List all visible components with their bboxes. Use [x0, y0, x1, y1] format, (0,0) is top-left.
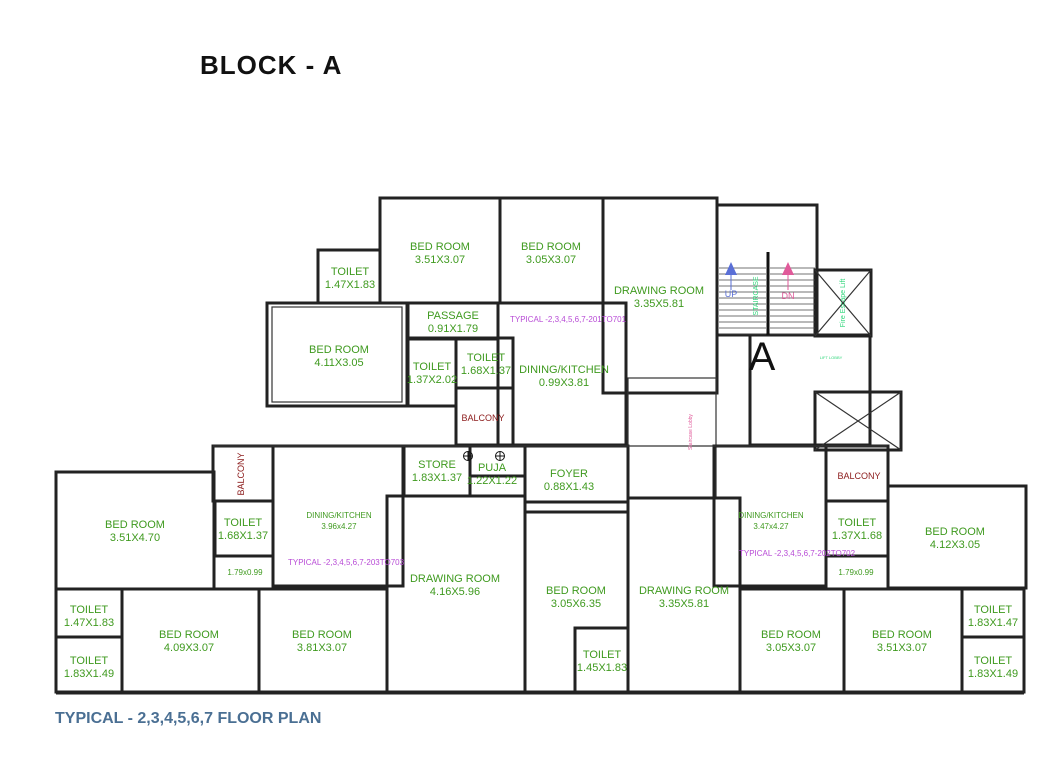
room-name-bed-b1: BED ROOM	[159, 629, 219, 641]
room-dim-bed-left: 3.51X4.70	[110, 532, 160, 544]
room-dim-puja: 1.22X1.22	[467, 475, 517, 487]
room-dim-passage: 0.91X1.79	[428, 323, 478, 335]
walls	[54, 196, 1028, 695]
staircase-lobby-label: Staircase Lobby	[688, 414, 694, 450]
room-dim-bed-b3: 3.05X3.07	[766, 642, 816, 654]
room-name-bed-2: BED ROOM	[521, 241, 581, 253]
room-name-toilet-right: TOILET	[838, 517, 877, 529]
balcony-label: BALCONY	[461, 413, 504, 423]
plan-title: BLOCK - A	[200, 50, 343, 80]
room-dim-bed-b1: 4.09X3.07	[164, 642, 214, 654]
room-dim-bed-b2: 3.81X3.07	[297, 642, 347, 654]
typical-note: TYPICAL -2,3,4,5,6,7-202TO702	[739, 549, 856, 558]
puja-symbols	[463, 451, 505, 461]
room-dim-bed-mid: 3.05X6.35	[551, 598, 601, 610]
room-name-toilet-br2: TOILET	[974, 655, 1013, 667]
down-label: DN	[782, 291, 795, 301]
block-letter: A	[749, 335, 776, 379]
lift-shafts: Fire Escape Lift Staircase Lobby	[688, 269, 902, 451]
room-dim-store: 1.83X1.37	[412, 472, 462, 484]
room-name-store: STORE	[418, 459, 456, 471]
room-name-toilet-b: TOILET	[467, 352, 506, 364]
lift-lobby-label: LIFT LOBBY	[820, 355, 843, 360]
room-name-toilet-a: TOILET	[413, 361, 452, 373]
room-name-bed-left: BED ROOM	[105, 519, 165, 531]
room-name-bed-b2: BED ROOM	[292, 629, 352, 641]
room-dim-toilet-right: 1.37X1.68	[832, 530, 882, 542]
room-name-dining-left: DINING/KITCHEN	[306, 511, 372, 520]
room-name-passage: PASSAGE	[427, 310, 479, 322]
room-name-foyer: FOYER	[550, 468, 588, 480]
room-name-dining-top: DINING/KITCHEN	[519, 364, 609, 376]
room-dim-dining-right: 3.47x4.27	[753, 522, 789, 531]
balcony-label: BALCONY	[236, 452, 246, 495]
passage-dim: 1.79x0.99	[838, 568, 874, 577]
plan-caption: TYPICAL - 2,3,4,5,6,7 FLOOR PLAN	[55, 710, 322, 727]
room-name-bed-b4: BED ROOM	[872, 629, 932, 641]
room-dim-bed-1: 3.51X3.07	[415, 254, 465, 266]
room-name-bed-mid: BED ROOM	[546, 585, 606, 597]
room-name-toilet-bl1: TOILET	[70, 604, 109, 616]
room-dim-toilet-a: 1.37X2.02	[407, 374, 457, 386]
room-dim-bed-3: 4.11X3.05	[314, 357, 363, 369]
room-dim-toilet-bl1: 1.47X1.83	[64, 617, 114, 629]
room-dim-drawing-top: 3.35X5.81	[634, 298, 684, 310]
balcony-label: BALCONY	[837, 471, 880, 481]
room-name-bed-3: BED ROOM	[309, 344, 369, 356]
room-dim-toilet-br1: 1.83X1.47	[968, 617, 1018, 629]
room-dim-dining-top: 0.99X3.81	[539, 377, 589, 389]
room-name-bed-b3: BED ROOM	[761, 629, 821, 641]
room-dim-bed-b4: 3.51X3.07	[877, 642, 927, 654]
room-dim-drawing-mid: 4.16X5.96	[430, 586, 480, 598]
room-dim-dining-left: 3.96x4.27	[321, 522, 357, 531]
room-name-puja: PUJA	[478, 462, 507, 474]
staircase-treads	[719, 267, 815, 335]
room-name-toilet-mid: TOILET	[583, 649, 622, 661]
staircase-label: STAIRCASE	[753, 276, 760, 315]
room-dim-foyer: 0.88X1.43	[544, 481, 594, 493]
room-name-toilet-tl: TOILET	[331, 266, 370, 278]
room-name-drawing-top: DRAWING ROOM	[614, 285, 704, 297]
room-name-bed-1: BED ROOM	[410, 241, 470, 253]
room-name-bed-right: BED ROOM	[925, 526, 985, 538]
room-dim-toilet-b: 1.68X1.37	[461, 365, 511, 377]
room-dim-toilet-bl2: 1.83X1.49	[64, 668, 114, 680]
typical-note: TYPICAL -2,3,4,5,6,7-203TO703	[288, 558, 405, 567]
room-dim-toilet-br2: 1.83X1.49	[968, 668, 1018, 680]
fire-lift-label: Fire Escape Lift	[840, 279, 847, 328]
room-name-drawing-right: DRAWING ROOM	[639, 585, 729, 597]
room-dim-toilet-tl: 1.47X1.83	[325, 279, 375, 291]
room-dim-bed-right: 4.12X3.05	[930, 539, 980, 551]
staircase: UP DN STAIRCASE A LIFT LOBBY	[725, 252, 843, 379]
room-dim-drawing-right: 3.35X5.81	[659, 598, 709, 610]
up-label: UP	[725, 289, 738, 299]
room-name-dining-right: DINING/KITCHEN	[738, 511, 804, 520]
room-name-drawing-mid: DRAWING ROOM	[410, 573, 500, 585]
room-name-toilet-bl2: TOILET	[70, 655, 109, 667]
room-dim-toilet-mid: 1.45X1.83	[577, 662, 627, 674]
room-name-toilet-br1: TOILET	[974, 604, 1013, 616]
up-arrow-icon	[725, 262, 737, 275]
typical-note: TYPICAL -2,3,4,5,6,7-201TO701	[510, 315, 627, 324]
room-dim-toilet-left: 1.68X1.37	[218, 530, 268, 542]
room-name-toilet-left: TOILET	[224, 517, 263, 529]
down-arrow-icon	[782, 262, 794, 275]
passage-dim: 1.79x0.99	[227, 568, 263, 577]
room-dim-bed-2: 3.05X3.07	[526, 254, 576, 266]
